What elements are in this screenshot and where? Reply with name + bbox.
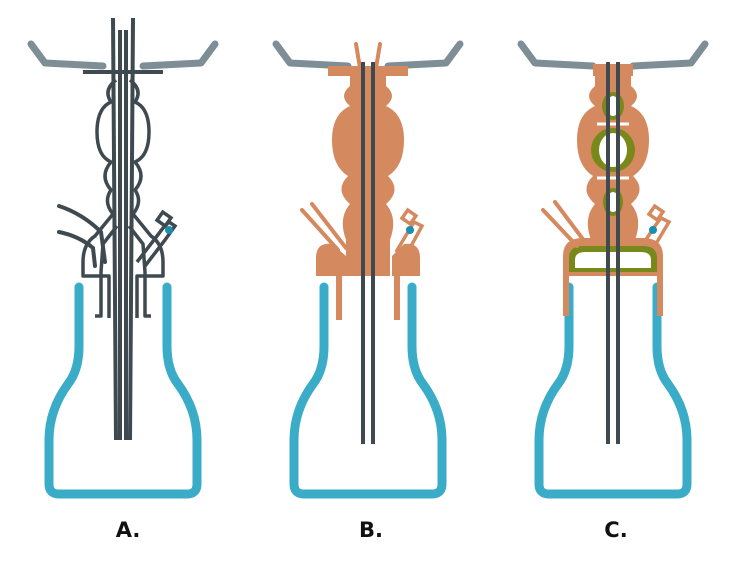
panel-b-valve-ball — [406, 226, 414, 234]
panel-a-bowl-tray — [31, 44, 215, 66]
panel-b-hookah — [276, 44, 460, 494]
panel-c-purge-valve — [641, 203, 672, 245]
panel-c-hookah — [521, 44, 705, 494]
panel-a-label: A. — [115, 518, 141, 542]
panel-c-base-vase — [539, 287, 687, 494]
panel-a-valve-ball — [165, 226, 173, 234]
panel-c-downstem — [606, 62, 620, 444]
panel-b-hose-port — [300, 202, 348, 252]
panel-a-hose-port — [57, 204, 107, 268]
panel-a-hookah — [31, 17, 215, 494]
panel-c-bowl-tray — [521, 44, 705, 66]
panel-a-purge-valve — [135, 209, 178, 268]
panel-c-label: C. — [604, 518, 628, 542]
panel-b-bowl-tray — [276, 44, 460, 66]
panel-b-top-tubes — [354, 42, 382, 70]
panel-b-label: B. — [359, 518, 383, 542]
panel-a-stem-body — [81, 78, 165, 318]
panel-b-base-vase — [294, 287, 442, 494]
panel-c-valve-ball — [649, 226, 657, 234]
panel-c-notches — [597, 122, 629, 180]
panel-b-downstem — [361, 62, 375, 444]
panel-a-base-vase — [49, 287, 197, 494]
panel-b-stem-body — [316, 66, 420, 320]
panel-c-hose-port — [541, 200, 587, 248]
panel-b-purge-valve — [394, 207, 425, 253]
